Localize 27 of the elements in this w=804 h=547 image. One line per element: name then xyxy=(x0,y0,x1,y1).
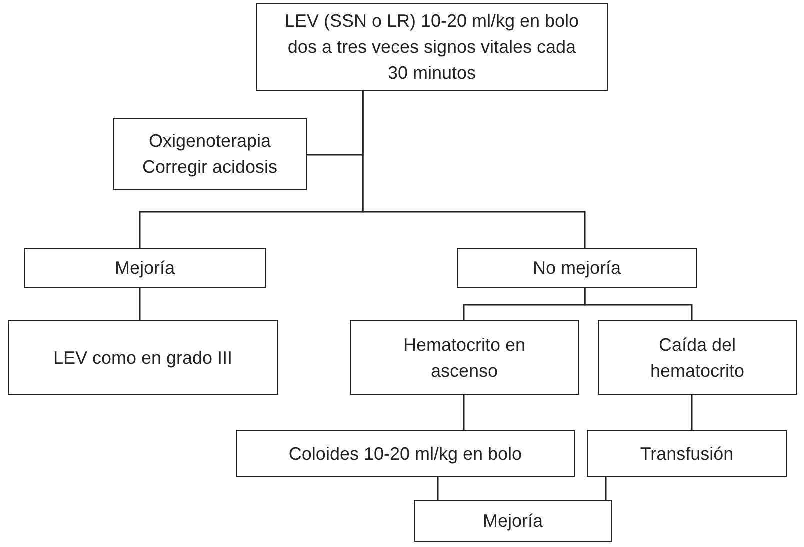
connector-line xyxy=(605,477,607,500)
process-box xyxy=(457,248,697,288)
box-text: LEV (SSN o LR) 10-20 ml/kg en bolo dos a tres veces signos vitales cada 30 minutos xyxy=(284,10,580,85)
box-text: Coloides 10-20 ml/kg en bolo xyxy=(288,442,522,466)
connector-line xyxy=(437,477,439,500)
box-text: Mejoría xyxy=(482,510,544,533)
process-box xyxy=(24,248,266,288)
process-box xyxy=(113,118,307,190)
box-text: No mejoría xyxy=(532,257,622,280)
process-box xyxy=(598,320,797,395)
box-text: Transfusión xyxy=(640,442,734,466)
process-box xyxy=(236,430,575,477)
connector-line xyxy=(463,395,465,430)
box-text: Mejoría xyxy=(114,257,176,280)
connector-line xyxy=(139,288,141,320)
process-box xyxy=(256,3,608,91)
box-text: Hematocrito en ascenso xyxy=(402,334,527,382)
connector-line xyxy=(584,288,693,320)
box-text: Caída del hematocrito xyxy=(649,334,746,382)
process-box xyxy=(8,320,278,395)
process-box xyxy=(587,430,787,477)
connector-line xyxy=(362,91,586,248)
connector-line xyxy=(691,395,693,430)
box-text: Oxigenoterapia Corregir acidosis xyxy=(141,130,279,179)
process-box xyxy=(414,500,612,542)
process-box xyxy=(350,320,579,395)
box-text: LEV como en grado III xyxy=(53,346,233,370)
